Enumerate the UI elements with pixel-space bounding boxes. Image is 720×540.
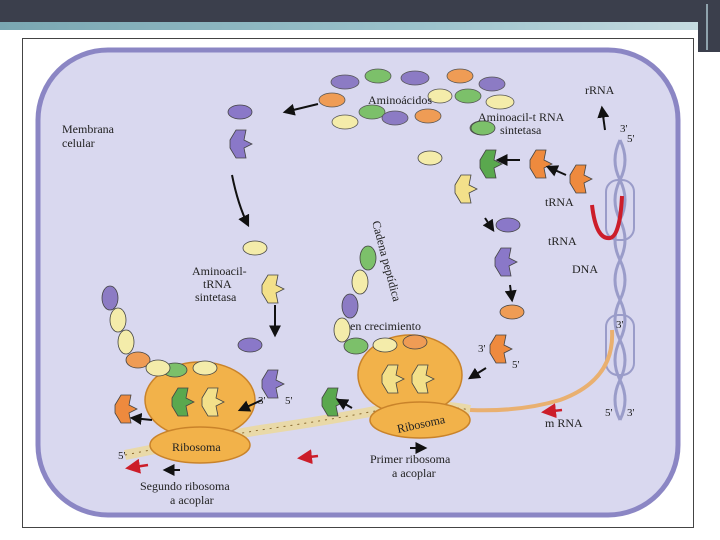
second-ribosome-label-line2: a acoplar bbox=[170, 493, 214, 507]
trna-left-5prime-label: 5' bbox=[285, 395, 293, 407]
dna-helix bbox=[613, 139, 627, 421]
trna-left-3prime-label: 3' bbox=[258, 395, 266, 407]
mrna-3prime-label: 3' bbox=[627, 407, 635, 419]
corner-line bbox=[706, 4, 708, 50]
peptide-chain-left bbox=[101, 285, 171, 377]
left-5prime-label: 5' bbox=[118, 450, 126, 462]
synthetase-left-label-line3: sintetasa bbox=[195, 290, 237, 304]
mrna-5prime-label: 5' bbox=[605, 407, 613, 419]
amino-acids-label: Aminoácidos bbox=[368, 93, 432, 107]
trna-mid-5prime-label: 5' bbox=[512, 359, 520, 371]
three-prime-right-label: 3' bbox=[616, 319, 624, 331]
peptide-chain-right bbox=[333, 245, 377, 355]
mrna-direction-arrows bbox=[125, 403, 563, 474]
ribosome-right bbox=[357, 334, 471, 439]
trna-yellow-left bbox=[242, 240, 285, 304]
synthetase-top-label-line1: Aminoacil-t RNA bbox=[478, 110, 565, 124]
trna-purple-top-left bbox=[227, 104, 253, 159]
membrane-label-line2: celular bbox=[62, 136, 95, 150]
synthetase-top-label-line2: sintetasa bbox=[500, 123, 542, 137]
mrna-label: m RNA bbox=[545, 416, 583, 430]
trna-orange-far-left bbox=[114, 394, 138, 424]
trna-label-2: tRNA bbox=[548, 234, 577, 248]
mrna-strand-from-dna bbox=[469, 329, 615, 413]
rrna-transcript bbox=[590, 195, 624, 241]
rrna-5prime-label: 5' bbox=[627, 133, 635, 145]
dna-transcription-bubble-bottom bbox=[605, 314, 635, 376]
slide-corner-decoration bbox=[698, 0, 720, 52]
second-ribosome-label-line1: Segundo ribosoma bbox=[140, 479, 230, 493]
trna-mid-3prime-label: 3' bbox=[478, 343, 486, 355]
trna-purple-left-lower bbox=[237, 337, 285, 399]
slide-accent-bar bbox=[0, 22, 720, 30]
ribosome-left-label: Ribosoma bbox=[172, 440, 221, 454]
first-ribosome-label-line2: a acoplar bbox=[392, 466, 436, 480]
rrna-label: rRNA bbox=[585, 83, 615, 97]
trna-label-1: tRNA bbox=[545, 195, 574, 209]
synthetase-left-label-line1: Aminoacil- bbox=[192, 264, 247, 278]
first-ribosome-label-line1: Primer ribosoma bbox=[370, 452, 451, 466]
synthetase-left-label-line2: tRNA bbox=[203, 277, 232, 291]
membrane-label-line1: Membrana bbox=[62, 122, 115, 136]
dna-label: DNA bbox=[572, 262, 598, 276]
growing-label: en crecimiento bbox=[350, 319, 421, 333]
rrna-3prime-label: 3' bbox=[620, 123, 628, 135]
ribosome-left bbox=[144, 361, 256, 464]
trna-in-right-ribosome bbox=[372, 334, 435, 394]
slide-top-bar bbox=[0, 0, 720, 22]
dna-transcription-bubble-top bbox=[605, 179, 635, 241]
trna-right-column bbox=[417, 120, 593, 364]
flow-arrows bbox=[129, 103, 610, 476]
